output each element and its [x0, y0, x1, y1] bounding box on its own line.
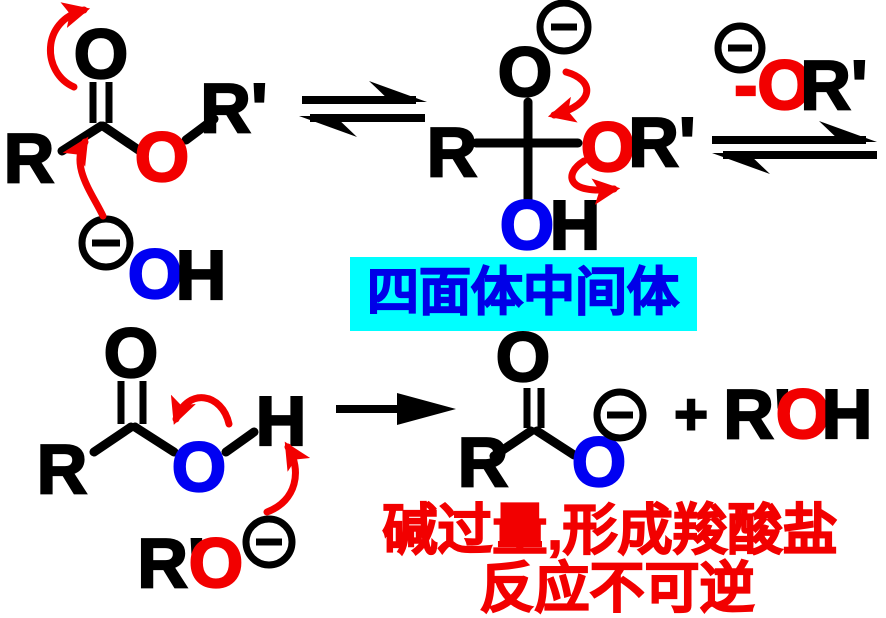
ester-r-label: R	[4, 119, 55, 197]
negative-charge-icon	[242, 515, 296, 569]
forward-reaction-arrow	[336, 393, 456, 425]
tetrahedral-label: 四面体中间体	[350, 257, 697, 331]
hydroxide-ion: O H	[78, 215, 227, 315]
alkoxide-ion: R' O	[136, 515, 296, 603]
intermediate-oh-o-label: O	[500, 186, 554, 264]
plus-sign: +	[674, 382, 708, 447]
alcohol-o-label: O	[776, 375, 830, 453]
forward-arrow-head-icon	[397, 393, 456, 425]
carboxylate-carbonyl-o-label: O	[496, 318, 550, 396]
forward-harpoon-head-icon	[819, 121, 877, 142]
reverse-harpoon-head-icon	[712, 153, 770, 174]
negative-charge-icon	[593, 388, 647, 442]
c-r-bond	[89, 422, 136, 457]
equilibrium-arrow-1	[299, 81, 427, 137]
electron-push-arrow-hydroxide-attack	[62, 136, 107, 220]
negative-charge-icon	[536, 0, 592, 55]
electron-push-arrow-or-leaving	[568, 157, 621, 205]
leaving-minus-o-label: -O	[734, 46, 812, 124]
forward-harpoon-head-icon	[369, 81, 427, 102]
carboxylic-acid-molecule: O R O H	[36, 313, 308, 509]
intermediate-r-label: R	[427, 113, 478, 191]
c-o-bond	[130, 422, 179, 457]
carboxylate-r-label: R	[458, 423, 509, 501]
electron-push-arrow-carbonyl	[47, 2, 91, 91]
annotation-text: 碱过量,形成羧酸盐 反应不可逆	[382, 498, 839, 618]
tetrahedral-intermediate: O R O R' O H	[426, 0, 697, 265]
hydroxide-o-label: O	[128, 235, 182, 313]
c-r-bond	[489, 426, 536, 461]
tetrahedral-label-text: 四面体中间体	[367, 264, 679, 322]
acid-r-label: R	[37, 430, 88, 508]
electron-push-arrow-alkoxide-grabs-h	[263, 441, 311, 516]
annotation-line-1: 碱过量,形成羧酸盐	[382, 499, 837, 561]
acid-carbonyl-o-label: O	[104, 314, 158, 392]
negative-charge-icon	[714, 22, 766, 74]
annotation-line-2: 反应不可逆	[479, 557, 754, 618]
leaving-group-label: -O R'	[714, 22, 869, 125]
carboxylate-ion: O R O	[457, 317, 647, 502]
electron-push-arrow-deprotonation	[170, 394, 233, 428]
alcohol-rprime-label: R'	[723, 375, 790, 453]
ester-o-label: O	[135, 118, 189, 196]
ester-molecule: R O O R'	[3, 14, 269, 198]
ester-rprime-label: R'	[200, 69, 267, 147]
acid-hydroxyl-h-label: H	[256, 382, 307, 460]
alkoxide-o-label: O	[189, 524, 243, 602]
electron-push-arrow-reform-carbonyl	[547, 68, 591, 123]
alcohol-product: R' O H	[722, 374, 873, 454]
ester-carbonyl-o-label: O	[74, 15, 128, 93]
o-rprime-bond	[181, 114, 219, 145]
intermediate-alkoxide-o-label: O	[498, 33, 552, 111]
intermediate-or-rprime-label: R'	[628, 103, 695, 181]
c-o-bond	[532, 426, 579, 460]
acid-hydroxyl-o-label: O	[172, 428, 226, 506]
c-o-bond	[98, 121, 145, 156]
intermediate-oh-h-label: H	[550, 186, 601, 264]
cyan-highlight-box	[350, 257, 697, 331]
o-h-bond	[221, 427, 259, 457]
equilibrium-arrow-2	[712, 121, 877, 174]
alkoxide-rprime-label: R'	[137, 524, 204, 602]
hydroxide-h-label: H	[176, 236, 227, 314]
reverse-harpoon-head-icon	[299, 116, 357, 137]
intermediate-or-o-label: O	[581, 108, 635, 186]
leaving-rprime-label: R'	[800, 46, 867, 124]
negative-charge-icon	[78, 215, 134, 271]
alcohol-h-label: H	[822, 375, 873, 453]
